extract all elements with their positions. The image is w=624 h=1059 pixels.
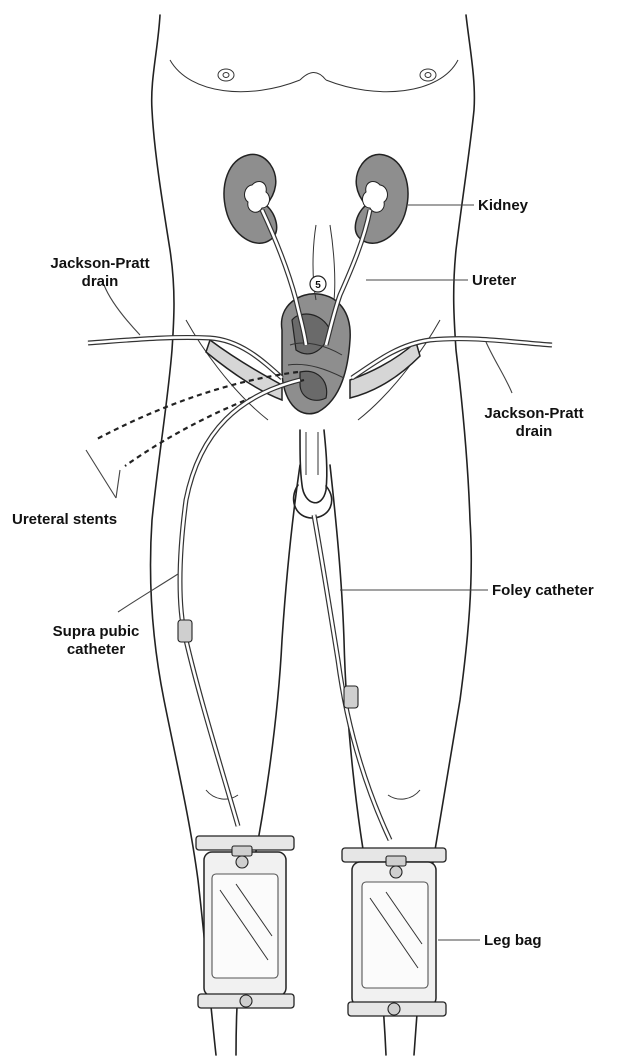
label-kidney: Kidney (478, 197, 529, 214)
leader-jp-right (486, 342, 512, 393)
label-jp-left-line2: drain (82, 273, 119, 290)
leader-supra (118, 574, 178, 612)
leader-jp-left (104, 285, 140, 335)
bladder-marker: 5 (310, 276, 326, 292)
label-ureter: Ureter (472, 272, 516, 289)
leg-bag-right (342, 848, 446, 1016)
label-supra-line2: catheter (67, 641, 126, 658)
leader-stents-a (86, 450, 116, 498)
label-leg-bag: Leg bag (484, 932, 542, 949)
label-supra-line1: Supra pubic (53, 623, 140, 640)
foley-catheter (314, 515, 390, 840)
leader-stents-b (116, 470, 120, 498)
label-jp-right-line1: Jackson-Pratt (484, 405, 583, 422)
leg-bag-left (196, 836, 294, 1008)
bladder (282, 294, 351, 414)
label-foley-catheter: Foley catheter (492, 582, 594, 599)
label-jp-right-line2: drain (516, 423, 553, 440)
bladder-marker-text: 5 (315, 280, 321, 291)
supra-pubic-catheter (178, 380, 300, 826)
label-jp-left-line1: Jackson-Pratt (50, 255, 149, 272)
label-ureteral-stents: Ureteral stents (12, 511, 117, 528)
